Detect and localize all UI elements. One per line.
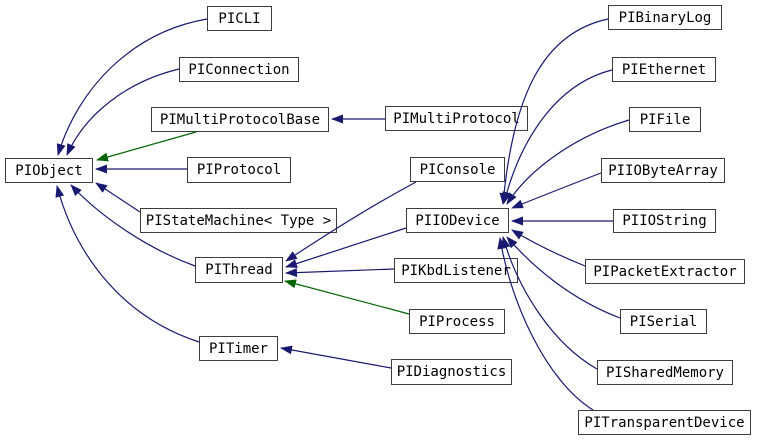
edge-pisharedmemory-piiodevice — [501, 236, 598, 370]
node-piethernet[interactable]: PIEthernet — [612, 57, 716, 82]
node-pimultiprotocolbase[interactable]: PIMultiProtocolBase — [151, 107, 329, 132]
node-picli[interactable]: PICLI — [207, 6, 272, 31]
edge-piiobytearray-piiodevice — [511, 172, 602, 209]
edge-pipacketextractor-piiodevice — [511, 229, 586, 267]
edge-piprocess-pithread — [284, 279, 410, 315]
node-piconnection[interactable]: PIConnection — [179, 57, 299, 82]
edge-pikbdlistener-pithread — [285, 268, 395, 278]
node-pimultiprotocol[interactable]: PIMultiProtocol — [385, 106, 528, 131]
node-pipacketextractor[interactable]: PIPacketExtractor — [585, 259, 745, 284]
edge-pidiagnostics-pitimer — [280, 345, 392, 369]
node-piiostring[interactable]: PIIOString — [613, 209, 716, 233]
node-pithread[interactable]: PIThread — [195, 257, 283, 283]
node-pibinarylog[interactable]: PIBinaryLog — [608, 5, 722, 30]
node-pitransparentdevice[interactable]: PITransparentDevice — [578, 410, 751, 435]
node-piiodevice[interactable]: PIIODevice — [406, 208, 509, 233]
node-piobject[interactable]: PIObject — [5, 158, 93, 183]
node-pikbdlistener[interactable]: PIKbdListener — [394, 258, 518, 283]
node-pidiagnostics[interactable]: PIDiagnostics — [391, 359, 512, 385]
node-piserial[interactable]: PISerial — [620, 309, 707, 334]
edge-picli-piobject — [56, 18, 208, 156]
node-pifile[interactable]: PIFile — [629, 107, 701, 132]
node-pisharedmemory[interactable]: PISharedMemory — [597, 360, 733, 385]
node-piprocess[interactable]: PIProcess — [409, 309, 505, 334]
node-pistatemachine[interactable]: PIStateMachine< Type > — [140, 208, 337, 233]
edge-piiodevice-pithread — [285, 227, 407, 268]
node-pitimer[interactable]: PITimer — [199, 336, 278, 361]
edge-piethernet-piiodevice — [502, 69, 613, 204]
node-piconsole[interactable]: PIConsole — [410, 157, 505, 182]
edge-pimultiprotocolbase-piobject — [96, 131, 197, 162]
node-piprotocol[interactable]: PIProtocol — [187, 157, 291, 183]
edge-pistatemachine-piobject — [95, 182, 141, 213]
node-piiobytearray[interactable]: PIIOByteArray — [601, 158, 725, 183]
